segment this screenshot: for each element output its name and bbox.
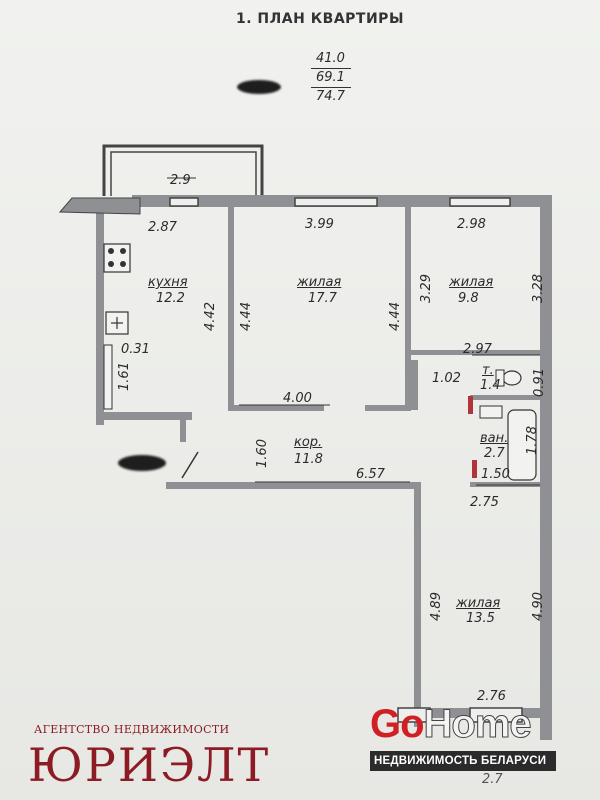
area-fraction-rule-1 <box>311 68 351 69</box>
redaction-blot-corridor <box>118 455 166 471</box>
dim-living1-bottom: 4.00 <box>283 391 312 406</box>
room-bath-area: 2.7 <box>484 446 505 461</box>
dim-bath-bottom: 2.75 <box>470 495 499 510</box>
dim-living1-right: 4.44 <box>387 302 403 331</box>
gohome-logo-go: Go <box>370 702 425 746</box>
room-toilet-area: 1.4 <box>480 378 501 393</box>
room-kitchen-area: 12.2 <box>156 291 185 306</box>
dim-toilet-w: 2.97 <box>463 342 492 357</box>
dim-living3-right: 4.90 <box>530 592 546 621</box>
dim-balcony-top: 2.9 <box>170 173 191 188</box>
agency-label-small: АГЕНТСТВО НЕДВИЖИМОСТИ <box>34 723 230 736</box>
dim-closet: 1.02 <box>432 371 461 386</box>
dim-living3-left: 4.89 <box>428 592 444 621</box>
gohome-subtitle-bg <box>370 751 556 771</box>
room-kitchen-name: кухня <box>148 275 188 290</box>
room-living2-name: жилая <box>449 275 494 290</box>
room-living3-name: жилая <box>456 596 501 611</box>
dim-living1-left: 4.44 <box>238 302 254 331</box>
room-toilet-name: т. <box>482 363 494 378</box>
living-area: 41.0 <box>316 51 345 66</box>
dim-living2-top: 2.98 <box>457 217 486 232</box>
dim-corridor-h: 1.60 <box>254 439 270 468</box>
dim-bath-h: 1.78 <box>524 426 540 455</box>
room-living1-area: 17.7 <box>308 291 337 306</box>
gohome-subtitle: НЕДВИЖИМОСТЬ БЕЛАРУСИ <box>374 755 547 767</box>
dim-bottom-cut: 2.7 <box>482 772 503 787</box>
area-fraction-rule-2 <box>311 87 351 88</box>
gohome-logo-home: Home <box>423 702 532 746</box>
total-area-balcony: 74.7 <box>316 89 345 104</box>
dim-toilet-h: 0.91 <box>531 368 547 397</box>
dim-kitchen-h: 4.42 <box>202 302 218 331</box>
dim-kitchen-small: 0.31 <box>121 342 150 357</box>
dim-living2-left: 3.29 <box>418 274 434 303</box>
agency-logo-text: ЮРИЭЛТ <box>28 738 271 792</box>
redaction-blot-top <box>237 80 281 94</box>
dim-bath-w: 1.50 <box>481 467 510 482</box>
gohome-logo: GoHome <box>370 702 532 746</box>
plan-title: 1. ПЛАН КВАРТИРЫ <box>236 11 404 27</box>
room-corridor-name: кор. <box>294 435 323 450</box>
room-corridor-area: 11.8 <box>294 452 323 467</box>
room-living3-area: 13.5 <box>466 611 495 626</box>
dim-corridor-w: 6.57 <box>356 467 385 482</box>
room-living1-name: жилая <box>297 275 342 290</box>
dim-kitchen-low: 1.61 <box>116 362 132 391</box>
dim-balcony-side: 2.87 <box>148 220 177 235</box>
dim-living1-top: 3.99 <box>305 217 334 232</box>
room-bath-name: ван. <box>480 431 509 446</box>
total-area: 69.1 <box>316 70 345 85</box>
dim-living2-right: 3.28 <box>530 274 546 303</box>
dim-living3-bottom: 2.76 <box>477 689 506 704</box>
room-living2-area: 9.8 <box>458 291 479 306</box>
